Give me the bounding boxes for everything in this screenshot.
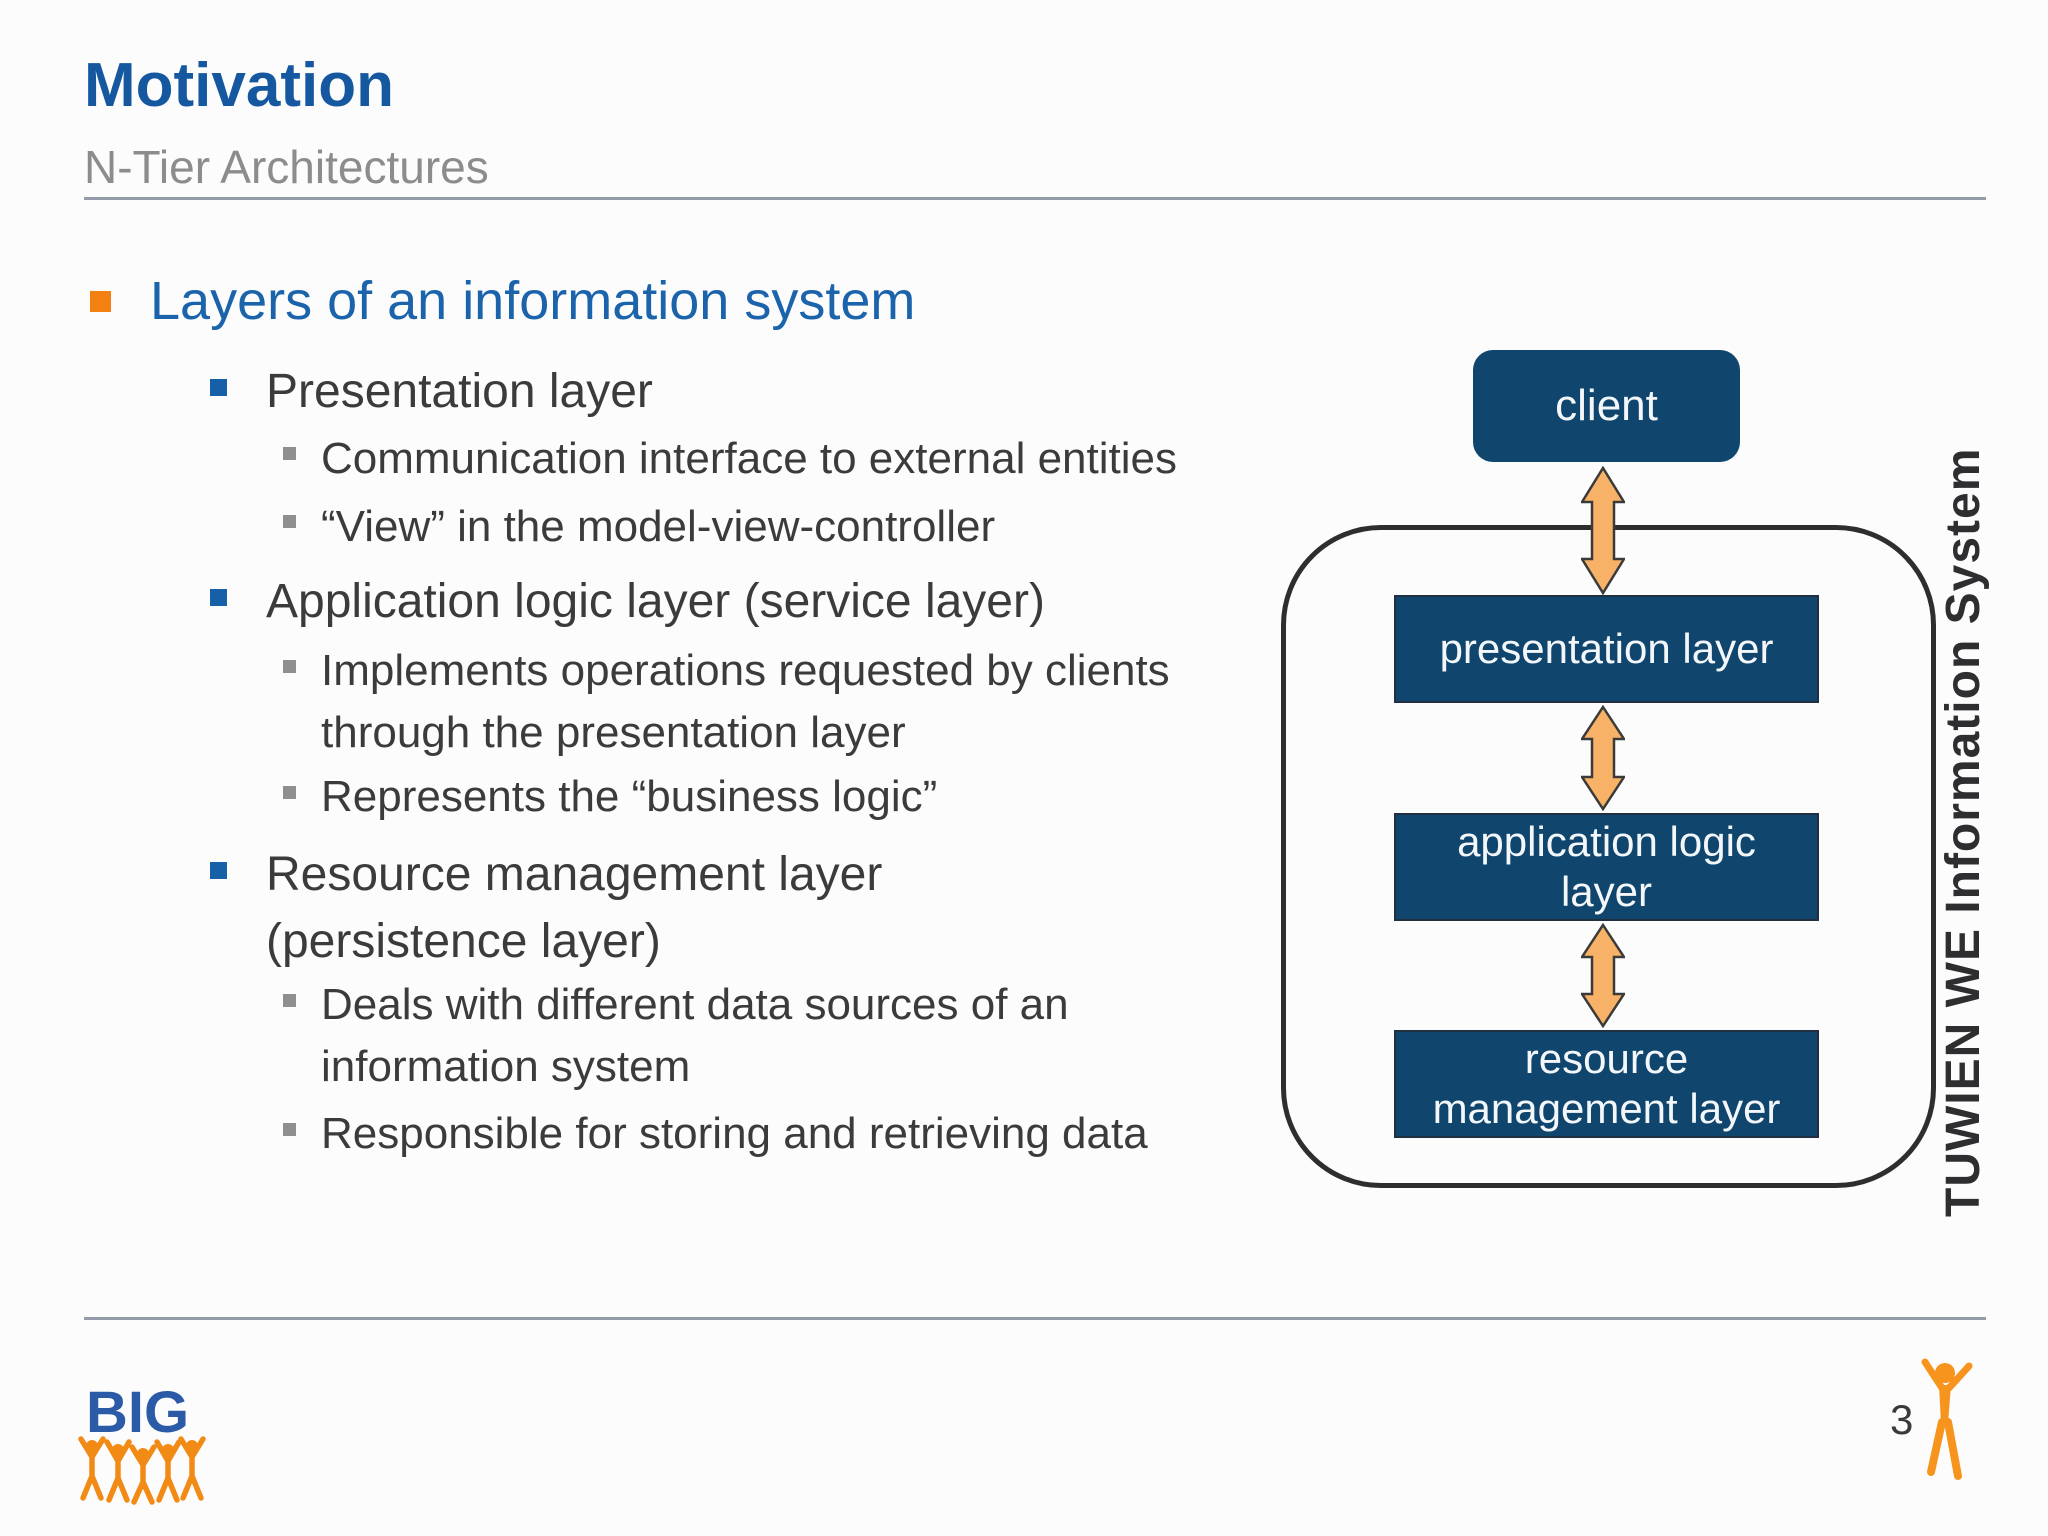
bullet-square-l2 (210, 379, 227, 396)
diagram-client-box: client (1473, 350, 1740, 462)
page-title: Motivation (84, 51, 394, 120)
bullet-square-l3 (283, 1123, 296, 1136)
list-item: Communication interface to external enti… (321, 434, 1177, 483)
diagram-presentation-layer-box: presentation layer (1394, 595, 1819, 703)
big-logo: BIG (78, 1380, 206, 1505)
bullet-square-l3 (283, 660, 296, 673)
bullet-square-l1 (90, 291, 111, 312)
page-number: 3 (1890, 1396, 1914, 1443)
double-arrow-icon (1581, 466, 1625, 595)
bullet-square-l3 (283, 786, 296, 799)
double-arrow-icon (1581, 705, 1625, 811)
cheering-figures-icon (78, 1436, 206, 1505)
side-watermark-label: TUWIEN WE Information System (1937, 447, 1990, 1217)
diagram-application-logic-box: application logic layer (1394, 813, 1819, 921)
list-item: “View” in the model-view-controller (321, 502, 996, 551)
header-divider (84, 197, 1986, 200)
double-arrow-icon (1581, 923, 1625, 1028)
page-subtitle: N-Tier Architectures (84, 141, 489, 193)
list-heading: Layers of an information system (150, 271, 916, 331)
cheering-person-icon (1921, 1358, 1973, 1480)
bullet-square-l3 (283, 515, 296, 528)
bullet-square-l2 (210, 589, 227, 606)
footer-divider (84, 1317, 1986, 1320)
list-item: Implements operations requested by clien… (321, 646, 1170, 758)
diagram-resource-management-box: resource management layer (1394, 1030, 1819, 1138)
section-title: Resource management layer (persistence l… (266, 848, 883, 969)
bullet-square-l3 (283, 994, 296, 1007)
list-item: Responsible for storing and retrieving d… (321, 1109, 1148, 1158)
list-item: Deals with different data sources of an … (321, 980, 1069, 1092)
section-title: Presentation layer (266, 365, 653, 418)
bullet-square-l3 (283, 447, 296, 460)
bullet-square-l2 (210, 862, 227, 879)
section-title: Application logic layer (service layer) (266, 575, 1045, 628)
list-item: Represents the “business logic” (321, 772, 938, 821)
big-logo-text: BIG (86, 1380, 189, 1445)
